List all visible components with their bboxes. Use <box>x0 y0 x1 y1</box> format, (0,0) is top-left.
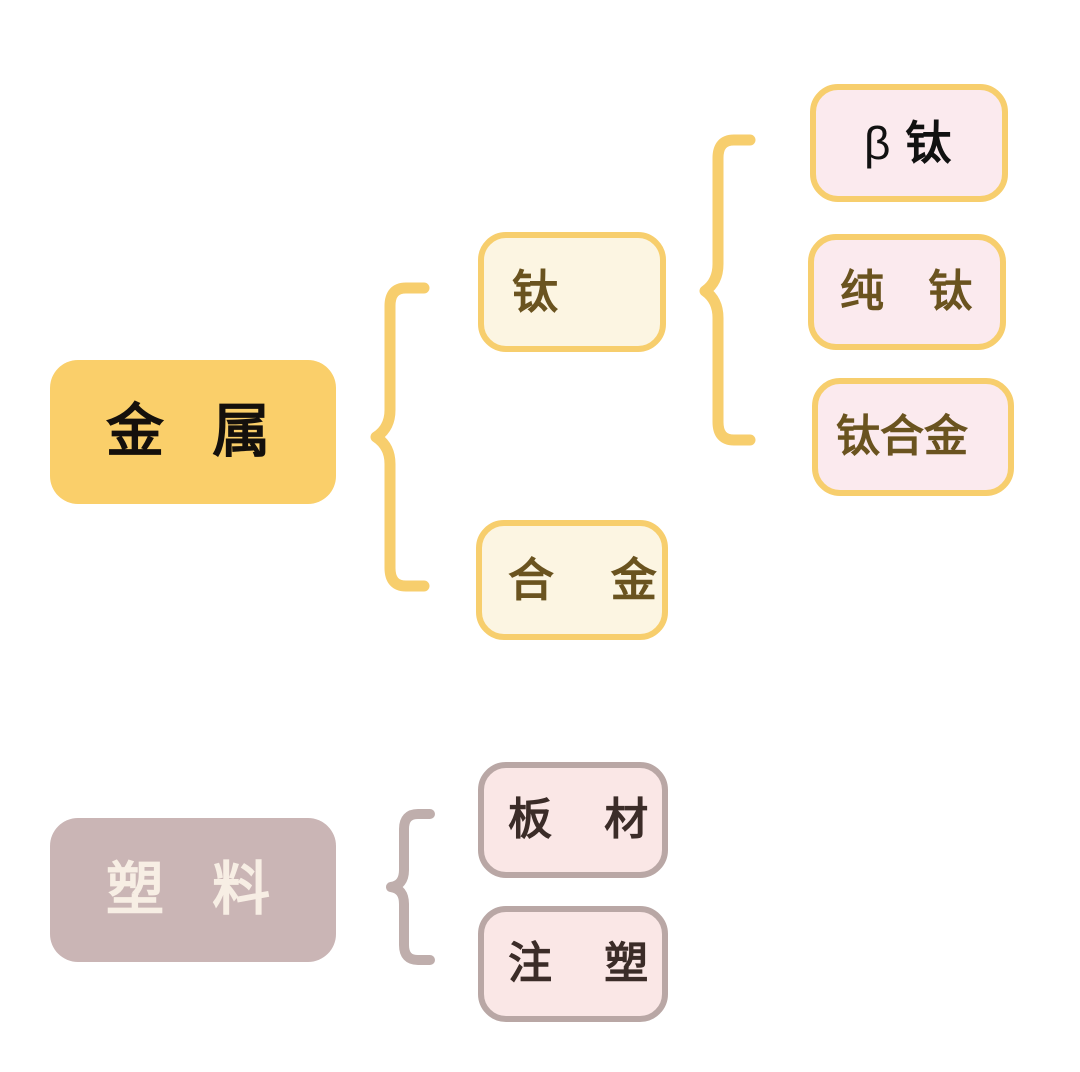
node-alloy[interactable]: 合 金 <box>476 520 668 640</box>
node-metal[interactable]: 金 属 <box>50 360 336 504</box>
node-injection-label: 注 塑 <box>508 939 669 988</box>
node-metal-label: 金 属 <box>106 399 287 464</box>
node-titanium-alloy[interactable]: 钛合金 <box>812 378 1014 496</box>
node-sheet[interactable]: 板 材 <box>478 762 668 878</box>
node-beta-titanium[interactable]: β 钛 <box>810 84 1008 202</box>
beta-symbol: β <box>864 117 892 169</box>
node-injection[interactable]: 注 塑 <box>478 906 668 1022</box>
node-titanium-alloy-label: 钛合金 <box>836 412 968 461</box>
node-titanium-label: 钛 <box>512 266 558 318</box>
node-plastic-label: 塑 料 <box>106 857 287 922</box>
beta-titanium-cjk: 钛 <box>891 117 953 169</box>
node-pure-titanium-label: 纯 钛 <box>840 267 989 316</box>
titanium-brace <box>698 134 762 446</box>
plastic-brace <box>384 808 442 966</box>
node-plastic[interactable]: 塑 料 <box>50 818 336 962</box>
metal-brace <box>366 282 436 592</box>
node-titanium[interactable]: 钛 <box>478 232 666 352</box>
node-alloy-label: 合 金 <box>508 554 679 606</box>
node-sheet-label: 板 材 <box>508 795 669 844</box>
node-beta-titanium-label: β 钛 <box>864 120 1002 166</box>
node-pure-titanium[interactable]: 纯 钛 <box>808 234 1006 350</box>
